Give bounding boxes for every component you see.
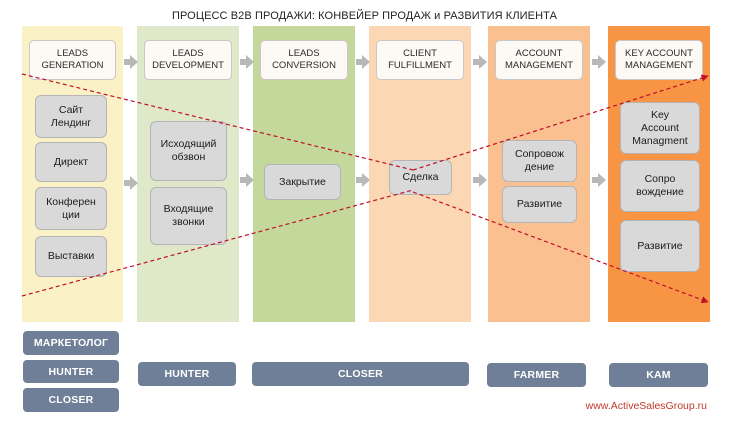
item-incoming-calls: Входящие звонки bbox=[150, 187, 227, 245]
flow-arrow-icon bbox=[592, 55, 606, 69]
role-badge-kam: KAM bbox=[609, 363, 708, 387]
flow-arrow-icon bbox=[124, 55, 138, 69]
item-exhibitions: Выставки bbox=[35, 236, 107, 277]
item-ka-development: Развитие bbox=[620, 220, 700, 272]
item-development: Развитие bbox=[502, 186, 577, 223]
item-key-account-management: Key Account Managment bbox=[620, 102, 700, 154]
stage-key-account-management: KEY ACCOUNT MANAGEMENT bbox=[615, 40, 703, 80]
stage-leads-development: LEADS DEVELOPMENT bbox=[144, 40, 232, 80]
item-outgoing-calls: Исходящий обзвон bbox=[150, 121, 227, 181]
flow-arrow-icon bbox=[473, 55, 487, 69]
flow-arrow-icon bbox=[356, 173, 370, 187]
dashed-line-up bbox=[21, 189, 414, 297]
item-conferences: Конферен ции bbox=[35, 187, 107, 230]
role-badge-marketer: МАРКЕТОЛОГ bbox=[23, 331, 119, 355]
role-badge-closer-2: CLOSER bbox=[252, 362, 469, 386]
flow-arrow-icon bbox=[356, 55, 370, 69]
stage-leads-generation: LEADS GENERATION bbox=[29, 40, 116, 80]
role-badge-hunter-2: HUNTER bbox=[138, 362, 236, 386]
item-ka-support: Сопро вождение bbox=[620, 160, 700, 212]
flow-arrow-icon bbox=[592, 173, 606, 187]
website-link[interactable]: www.ActiveSalesGroup.ru bbox=[585, 400, 707, 412]
item-closing: Закрытие bbox=[264, 164, 341, 200]
stage-client-fulfillment: CLIENT FULFILLMENT bbox=[376, 40, 464, 80]
role-badge-hunter: HUNTER bbox=[23, 360, 119, 383]
dashed-line-down bbox=[21, 73, 414, 171]
item-support: Сопровож дение bbox=[502, 140, 577, 182]
flow-arrow-icon bbox=[240, 173, 254, 187]
item-deal: Сделка bbox=[389, 160, 452, 195]
stage-leads-conversion: LEADS CONVERSION bbox=[260, 40, 348, 80]
stage-account-management: ACCOUNT MANAGEMENT bbox=[495, 40, 583, 80]
item-direct: Директ bbox=[35, 142, 107, 182]
flow-arrow-icon bbox=[124, 176, 138, 190]
role-badge-closer: CLOSER bbox=[23, 388, 119, 412]
diagram-title: ПРОЦЕСС В2В ПРОДАЖИ: КОНВЕЙЕР ПРОДАЖ и Р… bbox=[171, 10, 558, 22]
dashed-arrow-up bbox=[412, 74, 709, 171]
role-badge-farmer: FARMER bbox=[487, 363, 586, 387]
dashed-arrow-down bbox=[412, 191, 709, 304]
flow-arrow-icon bbox=[473, 173, 487, 187]
flow-arrow-icon bbox=[240, 55, 254, 69]
item-site-landing: Сайт Лендинг bbox=[35, 95, 107, 138]
